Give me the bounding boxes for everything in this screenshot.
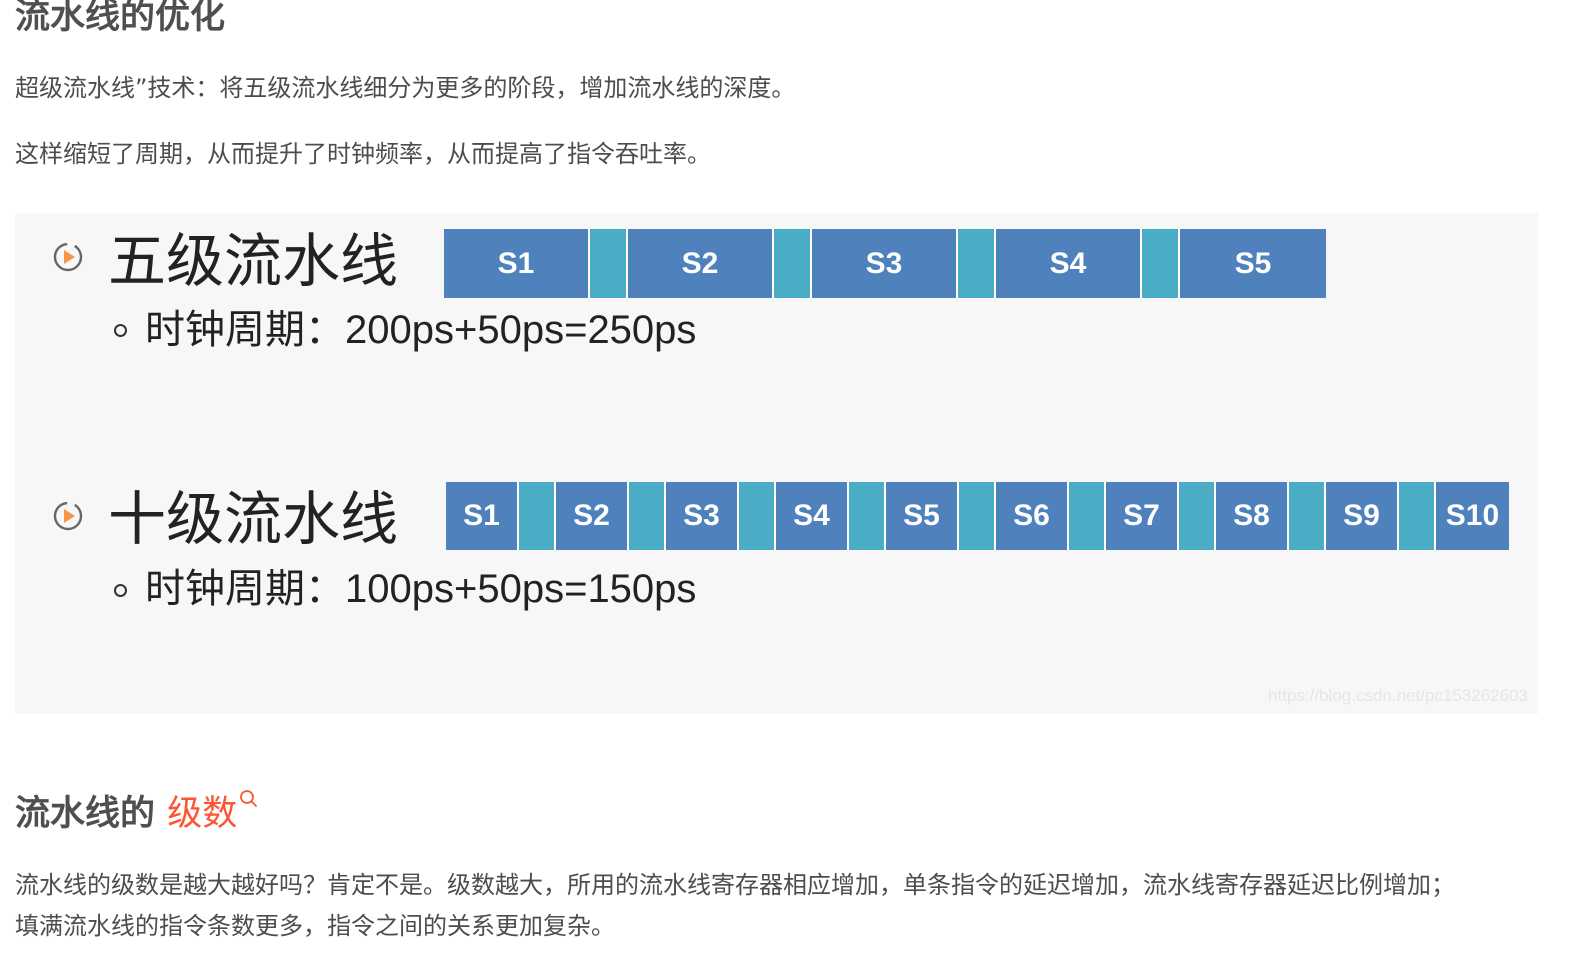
five-stage-title: 五级流水线 bbox=[108, 227, 399, 295]
pipeline-register bbox=[519, 482, 556, 550]
ten-stage-pipeline: S1 S2 S3 S4 S5 S6 S7 S8 S9 S10 bbox=[446, 482, 1509, 550]
pipeline-register bbox=[959, 482, 996, 550]
stage-block: S1 bbox=[446, 482, 519, 550]
stage-block: S5 bbox=[886, 482, 959, 550]
pipeline-register bbox=[739, 482, 776, 550]
paragraph-stages-line1: 流水线的级数是越大越好吗？肯定不是。级数越大，所用的流水线寄存器相应增加，单条指… bbox=[15, 871, 1455, 899]
bullet-dot bbox=[114, 324, 127, 337]
stage-block: S2 bbox=[556, 482, 629, 550]
ten-stage-clock-cycle: 时钟周期：100ps+50ps=150ps bbox=[145, 567, 697, 611]
pipeline-register bbox=[849, 482, 886, 550]
stage-block: S4 bbox=[776, 482, 849, 550]
pipeline-register bbox=[774, 229, 812, 298]
heading-prefix: 流水线的 bbox=[15, 794, 168, 834]
pipeline-register bbox=[1069, 482, 1106, 550]
stage-block: S10 bbox=[1436, 482, 1509, 550]
five-stage-pipeline: S1 S2 S3 S4 S5 bbox=[444, 229, 1326, 298]
pipeline-register bbox=[958, 229, 996, 298]
keyword-link[interactable]: 级数 bbox=[167, 794, 238, 834]
pipeline-register bbox=[1399, 482, 1436, 550]
stage-block: S6 bbox=[996, 482, 1069, 550]
search-icon[interactable] bbox=[239, 789, 259, 809]
stage-block: S2 bbox=[628, 229, 774, 298]
stage-block: S5 bbox=[1180, 229, 1326, 298]
stage-block: S9 bbox=[1326, 482, 1399, 550]
stage-block: S3 bbox=[812, 229, 958, 298]
stage-block: S4 bbox=[996, 229, 1142, 298]
stage-block: S8 bbox=[1216, 482, 1289, 550]
stage-block: S7 bbox=[1106, 482, 1179, 550]
section-heading-optimization: 流水线的优化 bbox=[15, 0, 226, 37]
paragraph-super-pipeline: 超级流水线”技术：将五级流水线细分为更多的阶段，增加流水线的深度。 bbox=[15, 74, 796, 102]
five-stage-clock-cycle: 时钟周期：200ps+50ps=250ps bbox=[145, 308, 697, 352]
pipeline-register bbox=[629, 482, 666, 550]
paragraph-stages-line2: 填满流水线的指令条数更多，指令之间的关系更加复杂。 bbox=[15, 912, 615, 940]
watermark: https://blog.csdn.net/pc153262603 bbox=[1268, 686, 1528, 705]
pipeline-register bbox=[1179, 482, 1216, 550]
pipeline-register bbox=[1289, 482, 1326, 550]
play-circle-icon bbox=[53, 501, 83, 531]
paragraph-cycle-shortening: 这样缩短了周期，从而提升了时钟频率，从而提高了指令吞吐率。 bbox=[15, 140, 711, 168]
pipeline-register bbox=[1142, 229, 1180, 298]
stage-block: S1 bbox=[444, 229, 590, 298]
ten-stage-title: 十级流水线 bbox=[108, 485, 399, 553]
pipeline-register bbox=[590, 229, 628, 298]
bullet-dot bbox=[114, 584, 127, 597]
stage-block: S3 bbox=[666, 482, 739, 550]
play-circle-icon bbox=[53, 242, 83, 272]
section-heading-stages: 流水线的 级数 bbox=[15, 790, 259, 835]
